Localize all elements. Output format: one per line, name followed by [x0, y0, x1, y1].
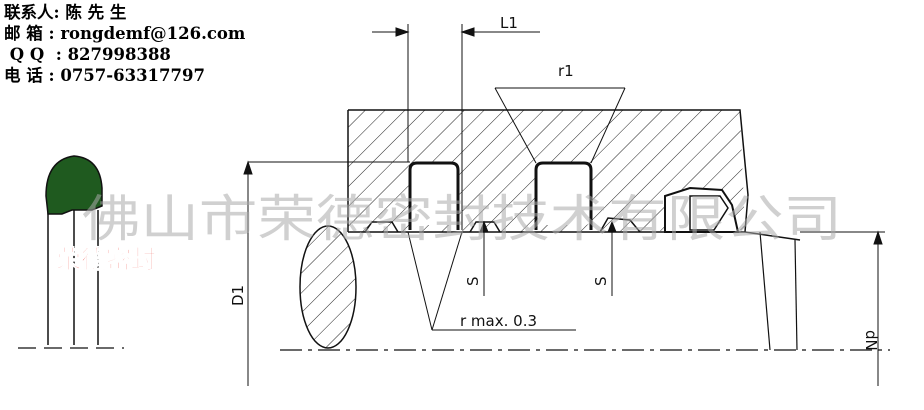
note-r-max: r max. 0.3 [460, 312, 537, 330]
dim-r1 [494, 87, 626, 164]
contact-phone: 电 话 : 0757-63317797 [4, 66, 205, 85]
dim-d1 [243, 160, 253, 175]
dim-l1 [372, 24, 540, 230]
contact-qq: Q Q : 827998388 [4, 45, 171, 64]
label-r1: r1 [558, 62, 574, 80]
seal-lips [364, 217, 641, 233]
rod [247, 161, 885, 386]
contact-info: 联系人: 陈 先 生 邮 箱 : rongdemf@126.com Q Q : … [4, 2, 254, 86]
dim-dn [873, 230, 883, 386]
dim-r-max [407, 231, 576, 331]
groove-left [408, 161, 460, 230]
label-l1: L1 [500, 14, 518, 32]
label-d1: D1 [229, 285, 247, 306]
contact-email: 邮 箱 : rongdemf@126.com [4, 24, 246, 43]
groove-right [534, 161, 593, 230]
dim-s [479, 220, 617, 296]
wiper-groove [664, 186, 740, 233]
seal-profile [18, 155, 124, 349]
contact-person: 联系人: 陈 先 生 [4, 3, 127, 22]
watermark-text: 佛山市荣德密封技术有限公司 [82, 190, 842, 248]
brand-text: 荣德密封 [56, 245, 156, 274]
label-dn: dN [862, 330, 880, 351]
label-s-left: S [464, 276, 482, 286]
shaft-break [299, 225, 357, 349]
label-s-right: S [592, 276, 610, 286]
